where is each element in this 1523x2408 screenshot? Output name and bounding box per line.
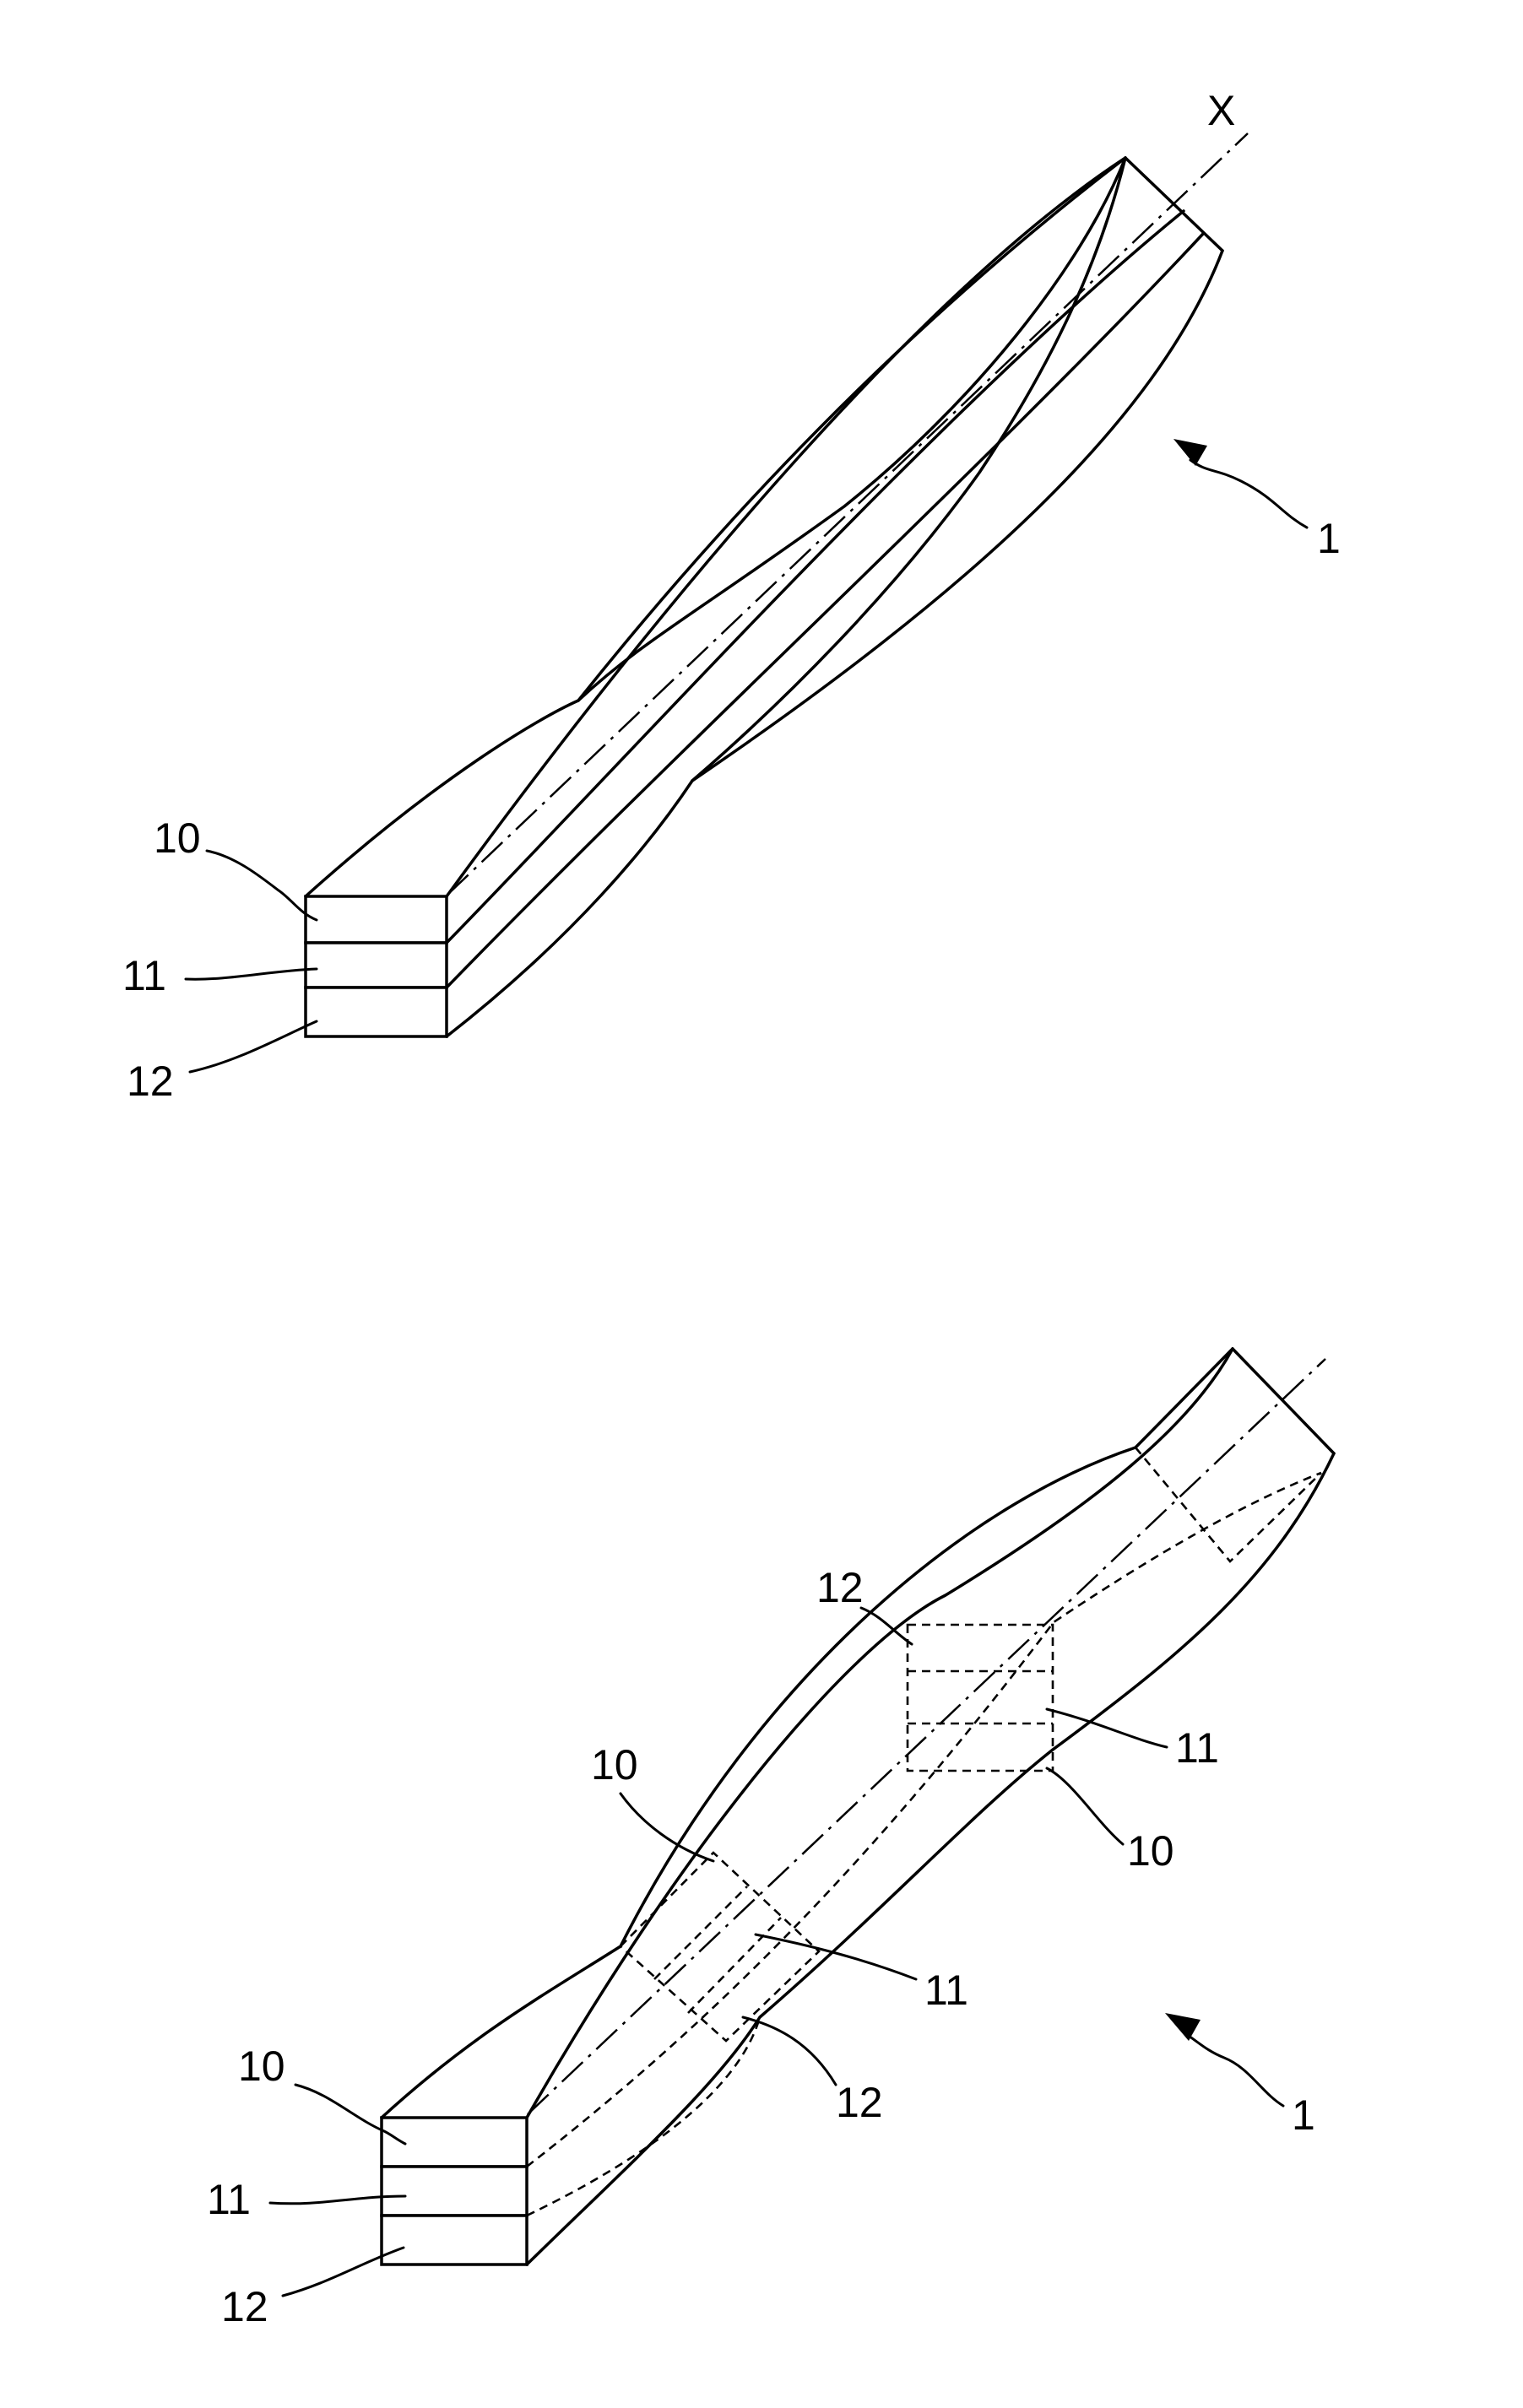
bottom-ref-12: 12 [221,2283,268,2330]
bottom-upper-ref-12: 12 [816,1564,864,1611]
bottom-assembly-ref: 1 [1292,2091,1315,2139]
top-edge-upper-right [447,158,1125,896]
bottom-leader-12 [283,2248,404,2296]
bottom-middle-ref-11: 11 [924,1967,968,2014]
top-axis-label: X [1207,87,1235,134]
bottom-middle-ref-12: 12 [836,2079,883,2126]
bottom-twisted-strip [382,1349,1334,2265]
top-assembly-leader [1190,460,1307,528]
bottom-layer-12 [382,2216,527,2265]
bottom-edge-upper-right [527,1349,1233,2118]
top-edge-upper-left [306,158,1125,896]
bottom-hidden-edge-2 [527,2017,760,2216]
bottom-middle-leader-11 [756,1935,916,1979]
top-edge-mid-2 [447,234,1203,988]
bottom-section-middle-div2 [688,1918,781,2013]
bottom-ref-11: 11 [207,2176,251,2223]
bottom-upper-leader-10 [1047,1768,1123,1844]
bottom-edge-upper [382,1349,1233,2118]
top-layer-12 [306,988,447,1036]
bottom-leader-10 [295,2085,405,2144]
top-edge-cross-2 [692,158,1125,781]
bottom-assembly-leader [1186,2034,1283,2106]
bottom-ref-10: 10 [238,2043,285,2090]
bottom-edge-lower [527,1453,1334,2265]
top-axis-x [447,133,1248,895]
bottom-upper-ref-11: 11 [1175,1724,1219,1772]
top-assembly-ref: 1 [1317,515,1341,562]
bottom-section-upper [908,1625,1053,1771]
top-layer-10 [306,896,447,943]
bottom-section-middle [621,1853,819,2041]
top-assembly-arrowhead [1173,439,1207,466]
bottom-middle-ref-10: 10 [591,1741,638,1788]
top-twisted-strip [306,133,1248,1036]
top-leader-11 [186,969,317,979]
top-ref-10: 10 [154,814,201,862]
top-layer-11 [306,943,447,988]
top-edge-mid-1 [447,211,1184,943]
top-leader-12 [190,1021,317,1072]
top-ref-12: 12 [127,1058,174,1105]
bottom-assembly-arrowhead [1165,2013,1201,2041]
bottom-annotations: 1 10 11 12 12 11 10 10 11 12 [207,1564,1315,2330]
bottom-layer-11 [382,2167,527,2216]
bottom-hidden-edge-1 [527,1473,1321,2167]
top-leader-10 [207,851,317,920]
bottom-hidden-end-edge [1135,1448,1321,1561]
bottom-upper-ref-10: 10 [1127,1827,1174,1875]
top-ref-11: 11 [122,952,166,999]
